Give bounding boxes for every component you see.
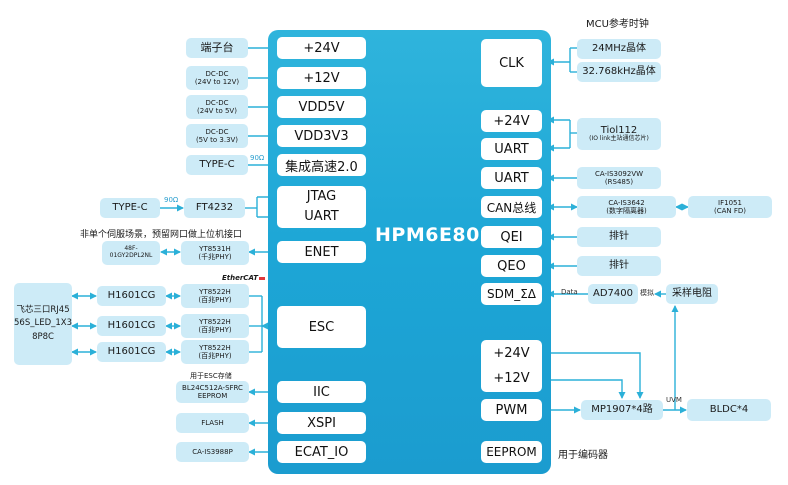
yt8522h-2-title: YT8522H [199, 317, 231, 326]
h1601cg-3: H1601CG [97, 342, 166, 362]
crystal-32khz: 32.768kHz晶体 [577, 62, 661, 82]
h1601cg-1: H1601CG [97, 286, 166, 306]
pin-pwm: PWM [481, 399, 542, 421]
pin-r2-12v: +12V [493, 371, 530, 386]
pin-r2-power-group: +24V +12V [481, 340, 542, 392]
ad7400-modulator: AD7400 [588, 284, 638, 304]
ethercat-logo-text: EtherCAT [222, 274, 258, 282]
rs485-sub: (RS485) [604, 178, 634, 186]
dcdc-24-5-title: DC-DC [205, 98, 229, 107]
rj45-connector-part: 48F- 01GY2DPL2NL [102, 241, 160, 265]
type-c-debug: TYPE-C [100, 198, 160, 218]
yt8531h-phy: YT8531H (千兆PHY) [181, 241, 249, 265]
if1051-sub: (CAN FD) [713, 207, 747, 215]
uvm-label: UVM [666, 396, 682, 404]
tiol112-sub: (IO link主站通信芯片) [589, 135, 649, 143]
esc-storage-note: 用于ESC存储 [190, 372, 232, 380]
flash-part: FLASH [176, 413, 249, 433]
dcdc-24-12-sub: (24V to 12V) [194, 78, 240, 86]
dcdc-24-12: DC-DC (24V to 12V) [186, 66, 248, 90]
if1051-transceiver: IF1051 (CAN FD) [688, 196, 772, 218]
ft4232-chip: FT4232 [184, 198, 245, 218]
type-c-usb: TYPE-C [186, 155, 248, 175]
yt8522h-phy-1: YT8522H (百兆PHY) [181, 284, 249, 308]
pin-24v: +24V [277, 37, 366, 59]
mcu-clock-title: MCU参考时钟 [586, 19, 649, 30]
yt8522h-3-sub: (百兆PHY) [198, 352, 232, 360]
pin-r-24v: +24V [481, 110, 542, 132]
bldc-motor: BLDC*4 [687, 399, 771, 421]
sampling-resistor: 采样电阻 [666, 284, 718, 304]
pin-eeprom: EEPROM [481, 441, 542, 463]
impedance-label-1: 90Ω [250, 154, 265, 162]
if1051-title: IF1051 [718, 198, 742, 207]
dcdc-5-33: DC-DC (5V to 3.3V) [186, 124, 248, 148]
tiol112-chip: Tiol112 (IO link主站通信芯片) [577, 118, 661, 150]
rs485-transceiver: CA-IS3092VW (RS485) [577, 167, 661, 189]
pin-jtag-uart-group: JTAG UART [277, 186, 366, 228]
dcdc-5-33-title: DC-DC [205, 127, 229, 136]
yt8531h-sub: (千兆PHY) [198, 253, 232, 261]
pin-qeo: QEO [481, 255, 542, 277]
eeprom-part: BL24C512A-SFRC EEPROM [176, 381, 249, 403]
pin-ecat-io: ECAT_IO [277, 441, 366, 463]
yt8522h-phy-2: YT8522H (百兆PHY) [181, 314, 249, 338]
feixin-rj45-triple: 飞芯三口RJ45 56S_LED_1X3 8P8C [14, 283, 72, 365]
pin-uart: UART [304, 209, 339, 224]
pin-jtag: JTAG [306, 189, 337, 204]
can-isolator-title: CA-IS3642 [608, 198, 645, 207]
yt8522h-3-title: YT8522H [199, 343, 231, 352]
can-isolator: CA-IS3642 (数字隔离器) [577, 196, 676, 218]
pin-usb-hs: 集成高速2.0 [277, 154, 366, 176]
pin-xspi: XSPI [277, 412, 366, 434]
pin-r2-24v: +24V [493, 346, 530, 361]
pin-vdd5v: VDD5V [277, 96, 366, 118]
pin-enet: ENET [277, 241, 366, 263]
pin-clk: CLK [481, 39, 542, 87]
h1601cg-2: H1601CG [97, 316, 166, 336]
crystal-24mhz: 24MHz晶体 [577, 39, 661, 59]
encoder-note: 用于编码器 [558, 450, 608, 461]
chip-name: HPM6E80 [375, 224, 480, 246]
pin-sdm: SDM_ΣΔ [481, 283, 542, 305]
impedance-label-2: 90Ω [164, 196, 179, 204]
ca-is3988p-part: CA-IS3988P [176, 442, 249, 462]
servo-note: 非单个伺服场景，预留网口做上位机接口 [80, 230, 243, 240]
pin-12v: +12V [277, 67, 366, 89]
yt8522h-2-sub: (百兆PHY) [198, 326, 232, 334]
pin-esc: ESC [277, 306, 366, 348]
ethercat-logo: EtherCAT [222, 274, 265, 282]
pin-r-uart-2: UART [481, 167, 542, 189]
pin-r-uart-1: UART [481, 138, 542, 160]
analog-signal-label: 模拟 [640, 289, 654, 297]
pin-can-bus: CAN总线 [481, 196, 542, 218]
mp1907-driver: MP1907*4路 [581, 400, 663, 420]
pin-qei: QEI [481, 226, 542, 248]
pin-header-1: 排针 [577, 227, 661, 247]
pin-vdd3v3: VDD3V3 [277, 125, 366, 147]
tiol112-title: Tiol112 [600, 124, 638, 136]
can-isolator-sub: (数字隔离器) [606, 207, 647, 215]
dcdc-5-33-sub: (5V to 3.3V) [195, 136, 239, 144]
rs485-title: CA-IS3092VW [594, 169, 644, 178]
pin-iic: IIC [277, 381, 366, 403]
dcdc-24-5-sub: (24V to 5V) [197, 107, 237, 115]
yt8522h-phy-3: YT8522H (百兆PHY) [181, 340, 249, 364]
dcdc-24-12-title: DC-DC [205, 69, 229, 78]
terminal-block: 端子台 [186, 38, 248, 58]
pin-header-2: 排针 [577, 256, 661, 276]
yt8531h-title: YT8531H [199, 244, 231, 253]
dcdc-24-5: DC-DC (24V to 5V) [186, 95, 248, 119]
yt8522h-1-title: YT8522H [199, 287, 231, 296]
data-signal-label: Data [561, 288, 578, 296]
yt8522h-1-sub: (百兆PHY) [198, 296, 232, 304]
